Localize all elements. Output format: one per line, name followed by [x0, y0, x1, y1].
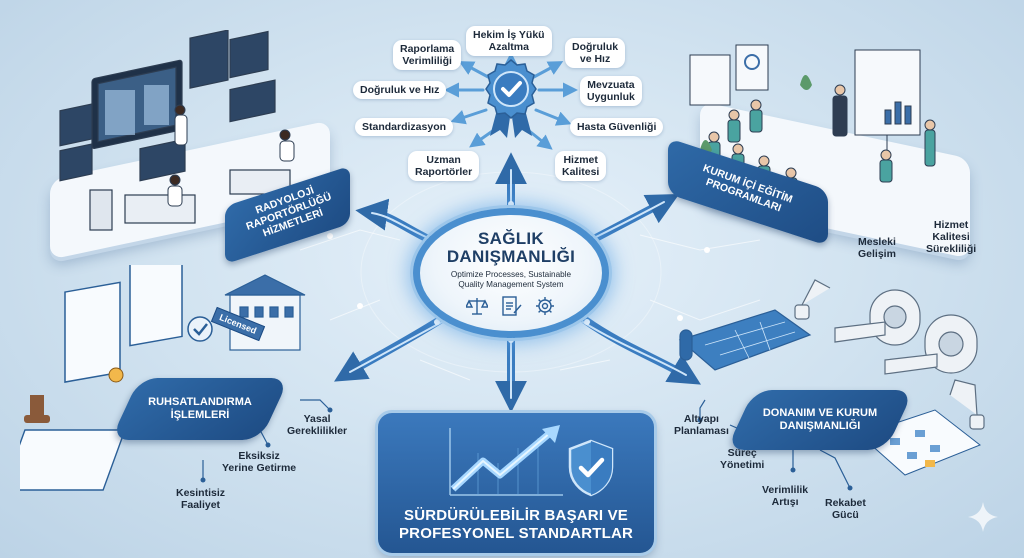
chip-standardizasyon: Standardizasyon [355, 118, 454, 136]
training-label: KURUM İÇİ EĞİTİM PROGRAMLARI [668, 138, 828, 246]
chip-hekim-is-yuku: Hekim İş Yükü Azaltma [466, 26, 552, 56]
scales-icon [466, 298, 488, 315]
chip-dogruluk-hiz-right: Doğruluk ve Hız [565, 38, 626, 68]
chip-dogruluk-hiz-left: Doğruluk ve Hız [353, 81, 447, 99]
gear-icon [536, 297, 554, 315]
equipment-sublabel-verimlilik: Verimlilik Artışı [762, 484, 809, 508]
central-hub: SAĞLIK DANIŞMANLIĞI Optimize Processes, … [413, 208, 609, 338]
ribbon-checkmark-icon [485, 59, 537, 138]
sparkle-icon [968, 502, 998, 532]
classroom-icon [689, 44, 936, 201]
equipment-sublabel-rekabet: Rekabet Gücü [825, 497, 866, 521]
radiology-workstations-icon [59, 30, 295, 231]
outcome-title: SÜRDÜRÜLEBİLİR BAŞARI VE PROFESYONEL STA… [398, 507, 634, 542]
chip-mevzuata-uygunluk: Mevzuata Uygunluk [580, 76, 642, 106]
chip-uzman-raportorler: Uzman Raportörler [408, 151, 480, 181]
chip-raporlama-verimliligi: Raporlama Verimliliği [393, 40, 462, 70]
hub-title-line1: SAĞLIK [477, 229, 545, 248]
radiology-label: RADYOLOJİ RAPORTÖRLÜĞÜ HİZMETLERİ [225, 165, 350, 265]
equipment-label: DONANIM VE KURUM DANIŞMANLIĞI [726, 390, 914, 450]
equipment-sublabel-altyapi: Altyapı Planlaması [674, 413, 729, 437]
shield-check-icon [568, 439, 614, 497]
training-sublabel-hizmet: Hizmet Kalitesi Sürekliliği [926, 219, 977, 255]
chip-hasta-guvenligi: Hasta Güvenliği [570, 118, 664, 136]
document-pen-icon [502, 296, 522, 316]
growth-chart-arrow-icon [449, 425, 563, 496]
licensing-label: RUHSATLANDIRMA İŞLEMLERİ [110, 378, 290, 440]
hub-title-line2: DANIŞMANLIĞI [446, 247, 576, 266]
licensing-sublabel-eksiksiz: Eksiksiz Yerine Getirme [222, 450, 297, 474]
chip-hizmet-kalitesi: Hizmet Kalitesi [555, 151, 607, 181]
licensing-sublabel-kesintisiz: Kesintisiz Faaliyet [176, 487, 226, 511]
training-illustration [680, 30, 980, 259]
equipment-sublabel-surec: Süreç Yönetimi [720, 447, 765, 471]
outcome-panel: SÜRDÜRÜLEBİLİR BAŞARI VE PROFESYONEL STA… [378, 413, 654, 553]
licensing-sublabel-yasal: Yasal Gereklilikler [287, 413, 348, 437]
hub-subtitle: Optimize Processes, Sustainable Quality … [450, 270, 572, 289]
licensing-documents-icon [20, 265, 306, 491]
radiology-illustration [40, 30, 340, 260]
training-sublabel-mesleki: Mesleki Gelişim [858, 236, 896, 260]
